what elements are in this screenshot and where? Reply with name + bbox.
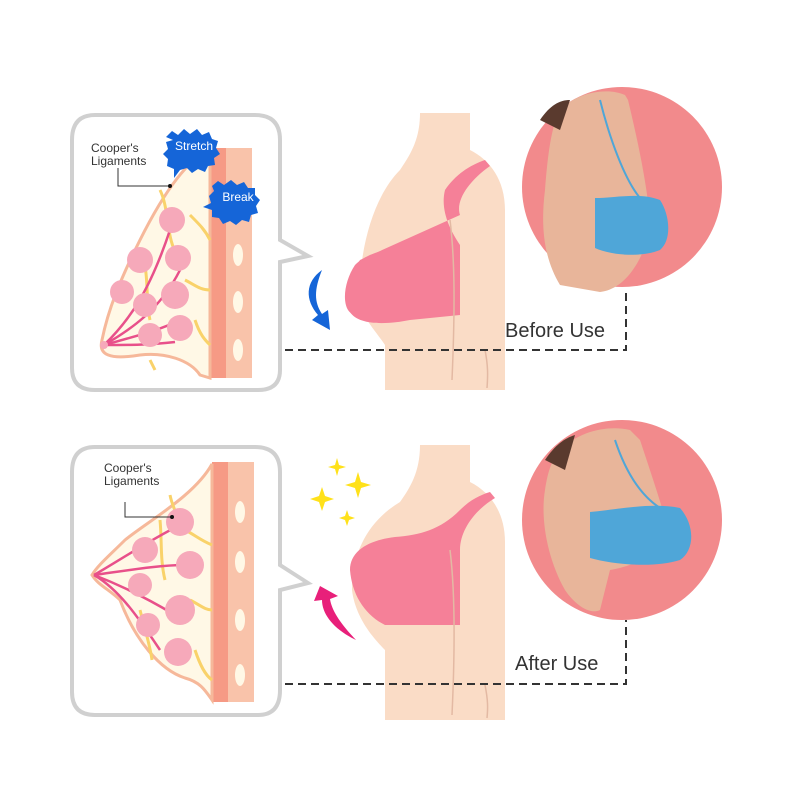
after-use-panel: Cooper's Ligaments After Use xyxy=(0,400,800,800)
after-ligament-label: Cooper's Ligaments xyxy=(104,461,160,488)
before-use-caption: Before Use xyxy=(505,320,606,342)
up-arrow-icon xyxy=(314,586,356,640)
break-badge: Break xyxy=(222,190,254,204)
after-illustration xyxy=(70,420,722,720)
before-body-silhouette xyxy=(344,113,505,390)
after-body-silhouette xyxy=(350,445,505,720)
before-connector-line xyxy=(285,290,627,351)
after-chest-wall xyxy=(212,462,254,702)
before-photo xyxy=(522,87,722,292)
down-arrow-icon xyxy=(308,270,330,330)
after-photo xyxy=(522,420,722,620)
after-breast-tissue xyxy=(90,463,214,705)
before-breast-tissue xyxy=(99,147,212,381)
after-use-caption: After Use xyxy=(515,653,599,675)
break-badge-shape xyxy=(203,180,260,225)
sparkle-icons xyxy=(310,458,371,526)
stretch-badge: Stretch xyxy=(174,139,213,153)
before-illustration xyxy=(70,87,722,392)
after-connector-line xyxy=(285,620,627,685)
before-use-panel: Cooper's Ligaments Stretch Break Before … xyxy=(70,87,722,392)
stretch-badge-shape xyxy=(163,129,220,178)
before-ligament-label: Cooper's Ligaments xyxy=(91,141,147,168)
